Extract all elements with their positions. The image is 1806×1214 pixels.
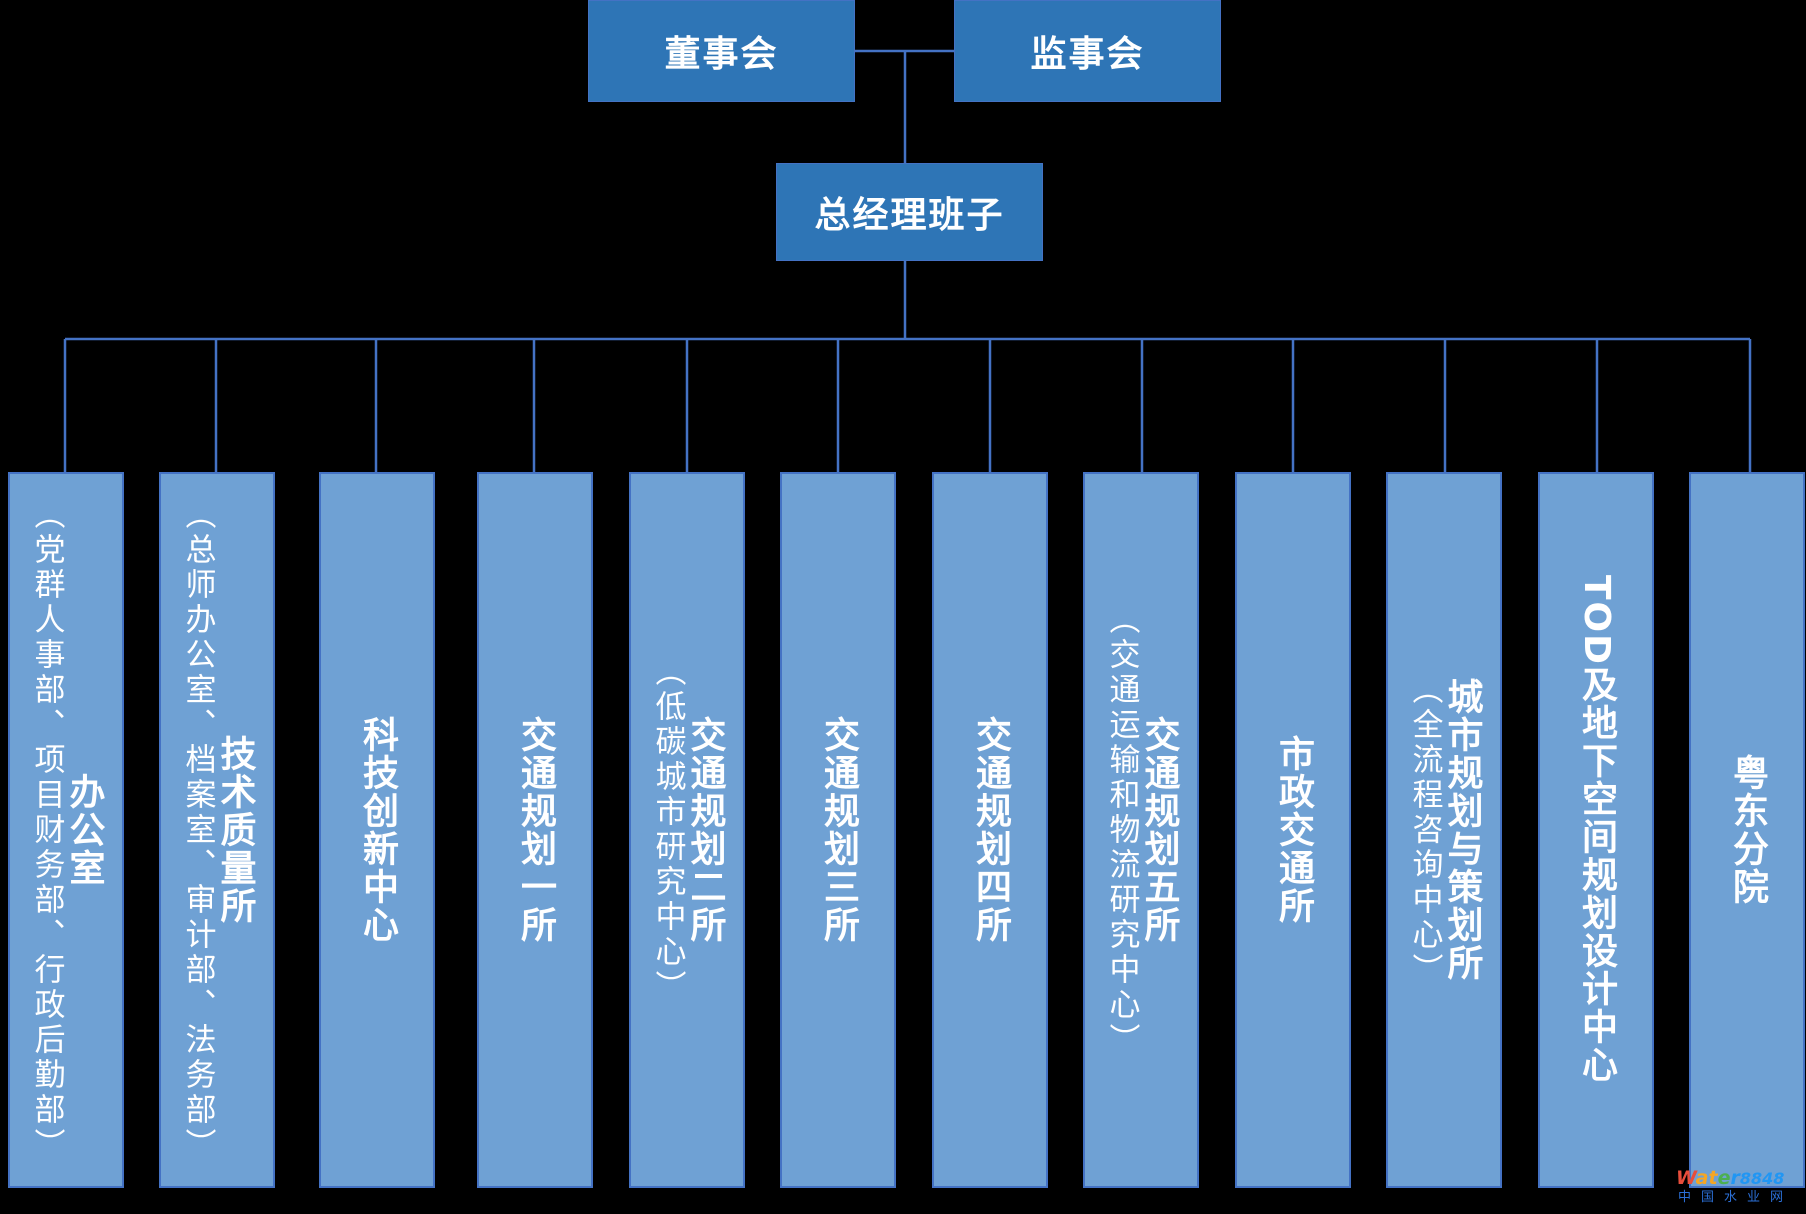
department-subunits: （交通运输和物流研究中心）: [1103, 602, 1140, 1058]
board-of-supervisors-label: 监事会: [1030, 34, 1145, 75]
department-box-office: 办公室 （党群人事部、项目财务部、行政后勤部）: [8, 472, 124, 1188]
department-name: 交通规划一所: [515, 716, 556, 944]
department-subunits: （总师办公室、档案室、审计部、法务部）: [179, 497, 216, 1163]
department-box-transport-planning-1: 交通规划一所: [477, 472, 593, 1188]
department-box-tech-innovation: 科技创新中心: [319, 472, 435, 1188]
department-name: 粤东分院: [1727, 754, 1768, 906]
general-manager-team-box: 总经理班子: [776, 163, 1043, 261]
department-box-technical-quality: 技术质量所 （总师办公室、档案室、审计部、法务部）: [159, 472, 275, 1188]
watermark-logo: Water8848 中国水业网: [1676, 1168, 1804, 1212]
watermark-brand-part: at: [1695, 1167, 1718, 1189]
department-box-tod-underground: TOD及地下空间规划设计中心: [1538, 472, 1654, 1188]
department-box-transport-planning-4: 交通规划四所: [932, 472, 1048, 1188]
watermark-subtitle: 中国水业网: [1678, 1190, 1794, 1205]
department-name: 交通规划五所: [1138, 716, 1180, 944]
department-box-transport-planning-2: 交通规划二所 （低碳城市研究中心）: [629, 472, 745, 1188]
department-box-transport-planning-3: 交通规划三所: [780, 472, 896, 1188]
general-manager-team-label: 总经理班子: [814, 195, 1005, 236]
department-name: TOD及地下空间规划设计中心: [1576, 575, 1617, 1085]
watermark-brand-part: r: [1730, 1167, 1740, 1189]
watermark-brand-number: 8848: [1739, 1169, 1785, 1188]
board-of-directors-box: 董事会: [588, 0, 855, 102]
department-name: 市政交通所: [1273, 735, 1314, 925]
watermark-brand-part: e: [1717, 1167, 1731, 1189]
department-box-urban-planning: 城市规划与策划所 （全流程咨询中心）: [1386, 472, 1502, 1188]
watermark-brand: Water8848: [1676, 1168, 1804, 1189]
department-name: 技术质量所: [214, 735, 256, 925]
department-subunits: （党群人事部、项目财务部、行政后勤部）: [28, 497, 65, 1163]
department-name: 交通规划二所: [684, 716, 726, 944]
department-subunits: （全流程咨询中心）: [1406, 672, 1443, 988]
department-name: 城市规划与策划所: [1441, 678, 1483, 982]
department-box-transport-planning-5: 交通规划五所 （交通运输和物流研究中心）: [1083, 472, 1199, 1188]
watermark-brand-part: W: [1676, 1167, 1696, 1189]
board-of-supervisors-box: 监事会: [954, 0, 1221, 102]
department-name: 交通规划四所: [970, 716, 1011, 944]
board-of-directors-label: 董事会: [664, 34, 779, 75]
department-name: 交通规划三所: [818, 716, 859, 944]
department-box-municipal-transport: 市政交通所: [1235, 472, 1351, 1188]
department-name: 科技创新中心: [357, 716, 398, 944]
department-subunits: （低碳城市研究中心）: [649, 655, 686, 1005]
department-box-east-guangdong-branch: 粤东分院: [1689, 472, 1805, 1188]
department-name: 办公室: [63, 773, 105, 887]
